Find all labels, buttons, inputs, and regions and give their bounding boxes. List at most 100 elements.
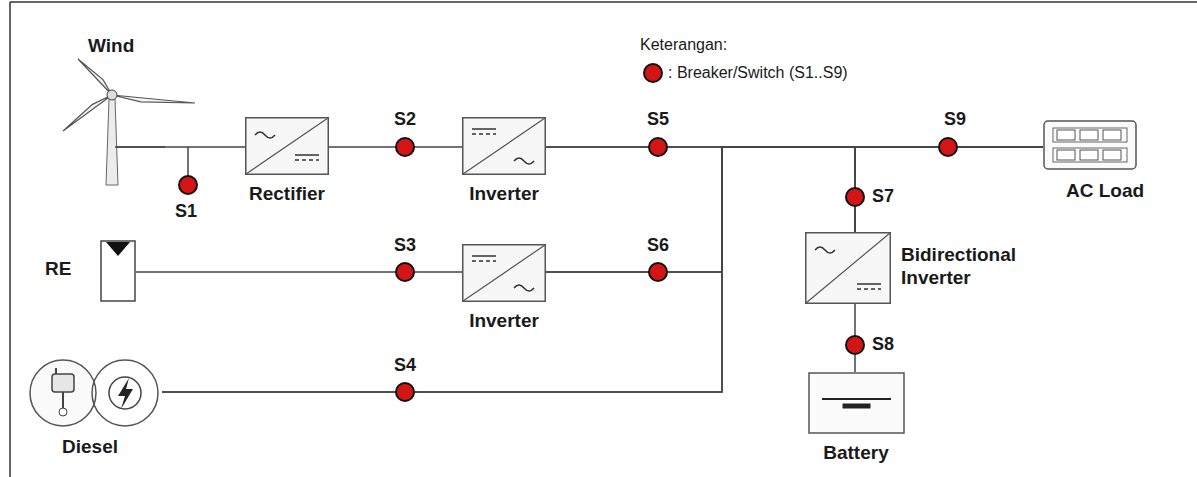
turbine-tower	[106, 99, 118, 185]
converter-outline	[246, 118, 329, 175]
piston	[52, 374, 74, 392]
node-label: Bidirectional Inverter	[901, 244, 1041, 290]
switch-label: S2	[394, 110, 416, 130]
switch-dot	[939, 138, 957, 156]
legend-text: : Breaker/Switch (S1..S9)	[668, 64, 848, 82]
switch-label: S7	[872, 187, 894, 207]
turbine-blade	[112, 95, 195, 103]
wire	[546, 147, 855, 232]
engine-circle	[30, 360, 96, 426]
rectifier-box-shape	[245, 117, 329, 175]
dc-symbol	[472, 128, 496, 130]
socket	[1080, 150, 1098, 160]
converter-outline	[463, 245, 546, 302]
ac-load-icon-shape	[1043, 120, 1137, 170]
dc-symbol	[472, 133, 496, 135]
bidirectional-inverter-box: Bidirectional Inverter	[805, 232, 891, 304]
node-label: Wind	[88, 35, 134, 58]
dc-symbol	[857, 283, 881, 285]
converter-diagonal	[806, 233, 890, 303]
battery-plate	[843, 404, 871, 409]
switch-dots	[179, 138, 957, 401]
switch-label: S8	[872, 335, 894, 355]
outlet-row	[1053, 148, 1127, 162]
battery-plate	[822, 398, 891, 400]
turbine-blade	[78, 59, 112, 95]
socket	[1103, 130, 1121, 140]
wire	[162, 147, 855, 392]
battery-box-shape	[808, 372, 905, 434]
switch-dot	[396, 383, 414, 401]
converter-outline	[806, 233, 891, 304]
bidirectional-inverter-box-shape	[805, 232, 891, 304]
node-label: Battery	[823, 442, 888, 465]
switch-dot	[846, 188, 864, 206]
switch-dot	[649, 138, 667, 156]
turbine-blade	[63, 95, 112, 131]
wire	[115, 146, 165, 148]
legend-swatch	[643, 63, 663, 83]
converter-diagonal	[246, 118, 328, 174]
node-label: Diesel	[62, 436, 118, 459]
converter-outline	[463, 118, 546, 175]
socket	[1080, 130, 1098, 140]
rectifier-box: Rectifier	[245, 117, 329, 175]
wind-turbine: Wind	[55, 35, 165, 190]
outlet-row	[1053, 128, 1127, 142]
bolt-ring	[109, 377, 141, 409]
ac-symbol	[255, 132, 275, 138]
switch-dot	[396, 138, 414, 156]
wire	[108, 146, 165, 148]
turbine-hub	[107, 90, 117, 100]
generator-circle	[92, 360, 158, 426]
dc-symbol	[472, 260, 496, 262]
panel-outline	[101, 241, 135, 301]
inverter-box: Inverter	[462, 244, 546, 302]
outlet-outline	[1044, 121, 1136, 169]
switch-dot	[649, 263, 667, 281]
switch-dot	[846, 336, 864, 354]
battery-box: Battery	[808, 372, 905, 434]
inverter-box: Inverter	[462, 117, 546, 175]
switch-label: S6	[647, 236, 669, 256]
ac-symbol	[815, 247, 835, 253]
switch-label: S4	[394, 356, 416, 376]
socket	[1057, 150, 1075, 160]
wire-stub	[187, 147, 189, 178]
ac-symbol	[514, 158, 534, 164]
dc-symbol	[295, 154, 319, 156]
dc-symbol	[295, 159, 319, 161]
diesel-generator-shape	[28, 358, 162, 428]
panel-mark	[106, 242, 130, 256]
legend-heading: Keterangan:	[640, 36, 727, 54]
node-label: Rectifier	[249, 183, 325, 206]
converter-diagonal	[463, 118, 545, 174]
lightning-bolt	[118, 378, 133, 409]
inverter-box-shape	[462, 244, 546, 302]
diesel-generator: Diesel	[28, 358, 162, 428]
wire	[162, 147, 1043, 392]
re-panel: RE	[100, 240, 136, 302]
exhaust	[55, 368, 57, 374]
piston-rod	[62, 392, 64, 410]
switch-dot	[179, 176, 197, 194]
socket	[1057, 130, 1075, 140]
switch-label: S1	[175, 202, 197, 222]
ac-symbol	[514, 285, 534, 291]
node-label: RE	[45, 258, 71, 281]
node-label: Inverter	[469, 310, 539, 333]
wind-turbine-shape	[55, 35, 165, 190]
dc-symbol	[472, 255, 496, 257]
switch-label: S9	[944, 110, 966, 130]
re-panel-shape	[100, 240, 136, 302]
switch-label: S3	[394, 236, 416, 256]
crank	[59, 408, 67, 416]
ac-load-icon: AC Load	[1043, 120, 1137, 170]
node-label: Inverter	[469, 183, 539, 206]
socket	[1103, 150, 1121, 160]
wire	[165, 146, 245, 148]
switch-label: S5	[647, 110, 669, 130]
switch-dot	[396, 263, 414, 281]
converter-diagonal	[463, 245, 545, 301]
